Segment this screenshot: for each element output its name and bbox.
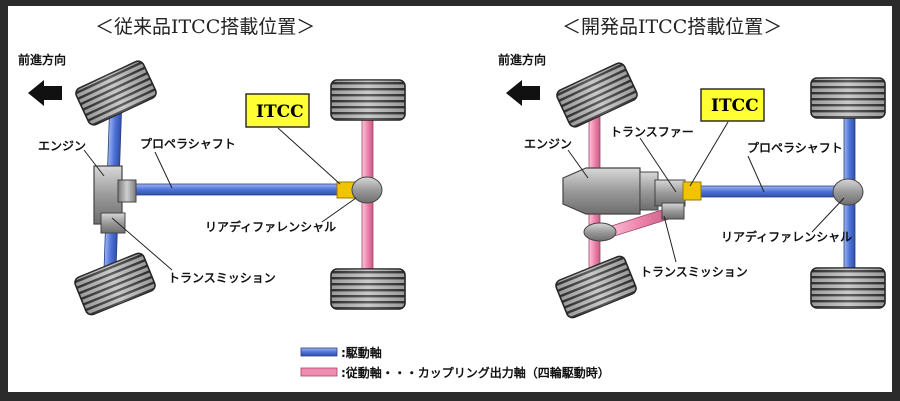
right-front-diff-unit xyxy=(583,222,617,242)
left-direction-label: 前進方向 xyxy=(18,52,66,67)
right-propeller-shaft xyxy=(692,185,839,198)
left-rear-left-wheel-icon xyxy=(330,79,406,121)
right-itcc-unit xyxy=(682,181,702,201)
right-engine-label: エンジン xyxy=(524,137,572,151)
left-rear-diff-unit xyxy=(351,176,383,204)
left-itcc-label: ITCC xyxy=(256,102,304,122)
right-rear-left-wheel-icon xyxy=(810,77,886,119)
right-forward-arrow-icon xyxy=(506,80,540,106)
left-transmission-label: トランスミッション xyxy=(168,271,276,285)
left-engine-label: エンジン xyxy=(38,139,86,153)
left-itcc-box xyxy=(245,93,310,128)
left-leader-lines xyxy=(83,127,357,271)
left-forward-arrow-icon xyxy=(28,80,62,106)
left-propeller-label: プロペラシャフト xyxy=(140,136,236,151)
right-itcc-box xyxy=(700,88,765,122)
diagram-canvas xyxy=(8,6,892,392)
right-leader-lines xyxy=(567,121,845,263)
right-rear-diff-label: リアディファレンシャル xyxy=(721,229,852,244)
left-rear-right-wheel-icon xyxy=(330,268,406,310)
right-direction-label: 前進方向 xyxy=(498,52,546,67)
right-transmission-label: トランスミッション xyxy=(640,265,748,279)
left-propeller-shaft xyxy=(125,183,357,196)
right-itcc-label: ITCC xyxy=(711,96,759,116)
right-rear-right-wheel-icon xyxy=(810,267,886,309)
left-title: ＜従来品ITCC搭載位置＞ xyxy=(95,16,315,38)
right-rear-diff-unit xyxy=(832,178,864,206)
right-transfer-label: トランスファー xyxy=(610,125,694,139)
left-panel: ＜従来品ITCC搭載位置＞ 前進方向 ITCC エンジン プロ xyxy=(18,16,406,318)
right-transfer-block xyxy=(654,179,686,207)
left-transmission-block xyxy=(100,212,126,234)
right-title: ＜開発品ITCC搭載位置＞ xyxy=(562,16,782,38)
right-panel: ＜開発品ITCC搭載位置＞ 前進方向 ITCC xyxy=(498,16,886,321)
legend: :駆動軸 :従動軸・・・カップリング出力軸（四輪駆動時） xyxy=(300,345,610,380)
right-transfer-output xyxy=(661,202,685,220)
legend-driven-shaft-label: :従動軸・・・カップリング出力軸（四輪駆動時） xyxy=(341,365,610,380)
left-engine-cap xyxy=(117,179,137,203)
right-engine-block xyxy=(562,167,641,215)
left-rear-diff-label: リアディファレンシャル xyxy=(205,219,336,234)
legend-drive-shaft-label: :駆動軸 xyxy=(341,345,382,360)
legend-driven-shaft-swatch xyxy=(300,367,338,377)
right-propeller-label: プロペラシャフト xyxy=(747,140,843,155)
legend-drive-shaft-swatch xyxy=(300,347,338,357)
